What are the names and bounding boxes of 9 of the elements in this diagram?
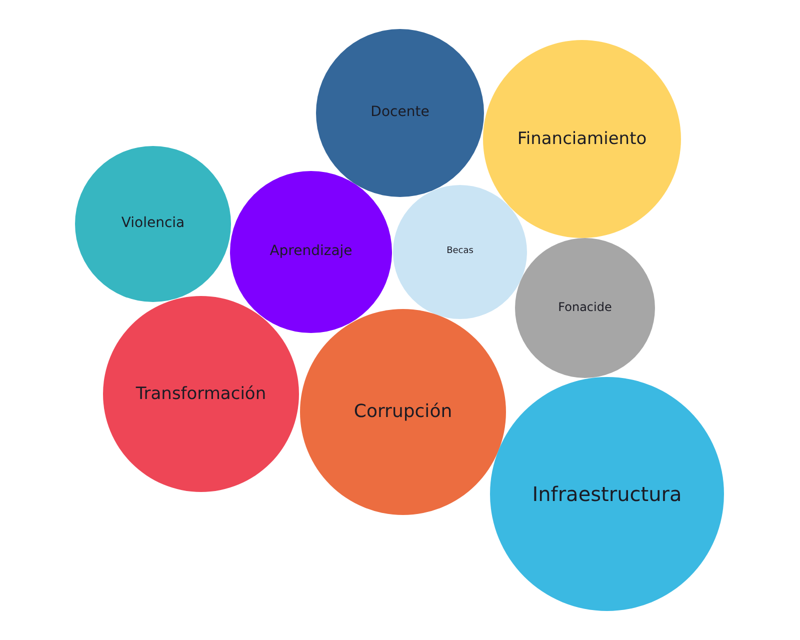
bubble-label: Transformación [136,384,266,404]
bubble-label: Docente [370,105,430,121]
bubble-label: Corrupción [354,402,452,422]
bubble-label: Violencia [121,216,185,232]
bubble-label: Infraestructura [532,483,682,505]
bubble-label: Becas [446,247,474,257]
bubble-label: Aprendizaje [270,244,352,260]
bubble-label: Financiamiento [517,130,647,148]
bubble-label: Fonacide [558,301,612,315]
